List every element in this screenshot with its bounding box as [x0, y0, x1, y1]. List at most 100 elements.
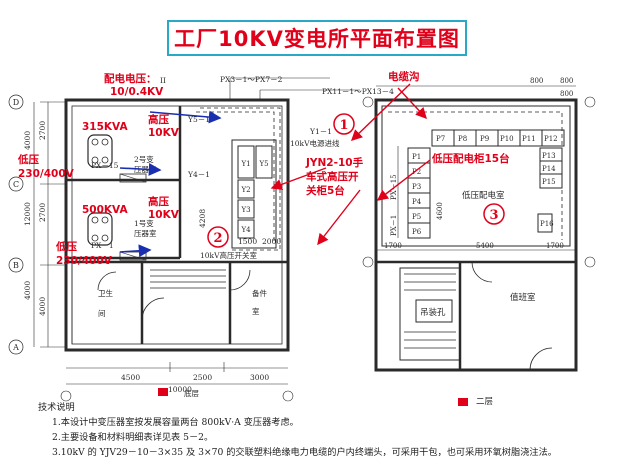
- duty-room-label: 值班室: [510, 292, 536, 303]
- notes-heading: 技术说明: [38, 402, 75, 413]
- dim-bottom-2: 2500: [193, 373, 212, 382]
- panel-p12: P12: [544, 135, 558, 143]
- panel-p2: P2: [412, 168, 421, 176]
- anno-cable-trench: 电缆沟: [388, 70, 420, 83]
- anno-lv2-value: 230/400V: [56, 255, 113, 267]
- cabinet-y3: Y3: [240, 206, 250, 214]
- red-pointers: [270, 83, 431, 246]
- anno-tx2-hv: 高压: [148, 195, 169, 208]
- callout-3: 3: [489, 208, 498, 223]
- dim-800b: 800: [560, 77, 573, 85]
- dim-left-6: 4000: [38, 297, 47, 316]
- dim-1700a: 1700: [384, 242, 402, 250]
- incoming-line: 10kV电源进线: [290, 138, 340, 148]
- label-px1-2f: PX－1: [390, 215, 398, 236]
- dim-left-1: 4000: [23, 131, 32, 150]
- cabinet-y2: Y2: [240, 186, 250, 194]
- panel-p6: P6: [412, 228, 422, 236]
- toilet-label-a: 卫生: [98, 288, 113, 298]
- dim-4600: 4600: [436, 202, 444, 220]
- ground-floor-plan: [33, 77, 360, 402]
- floor-label-second: 二层: [476, 397, 493, 407]
- ground-floor-marker: [158, 388, 168, 396]
- dim-bottom-3: 3000: [250, 373, 269, 382]
- callout-1: 1: [339, 118, 348, 133]
- panel-p10: P10: [500, 135, 514, 143]
- label-y5: Y5－1: [187, 115, 210, 124]
- anno-hv-cabinet-1: JYN2-10手: [305, 156, 364, 169]
- panel-p13: P13: [542, 152, 556, 160]
- anno-hv-cabinet-3: 关柜5台: [306, 184, 345, 197]
- cabinet-y1: Y1: [240, 160, 250, 168]
- room-tx1: 1号变: [134, 218, 154, 228]
- anno-tx1-cap: 315KVA: [82, 121, 128, 133]
- axis-label-c: C: [13, 180, 19, 189]
- anno-lv1-value: 230/400V: [18, 168, 75, 180]
- room-lv: 低压配电室: [462, 190, 505, 201]
- ref-px3: PX3－1～PX7－2: [220, 75, 283, 84]
- anno-hv-cabinet-2: 车式高压开: [306, 170, 359, 183]
- dim-2000: 2000: [262, 237, 281, 246]
- cabinet-y4: Y4: [240, 226, 251, 234]
- second-floor-marker: [458, 398, 468, 406]
- anno-lv1-label: 低压: [17, 153, 39, 166]
- dim-1700b: 1700: [546, 242, 564, 250]
- second-floor-plan: [362, 85, 596, 372]
- dim-left-2: 2700: [38, 121, 47, 140]
- panel-p1: P1: [412, 153, 421, 161]
- outer-wall: [64, 98, 290, 352]
- panel-p3: P3: [412, 183, 421, 191]
- dim-800a: 800: [530, 77, 543, 85]
- anno-tx2-cap: 500KVA: [82, 204, 128, 216]
- dim-1500: 1500: [238, 237, 257, 246]
- dim-left-3: 2700: [38, 203, 47, 222]
- title-box: 工厂10KV变电所平面布置图: [167, 20, 467, 56]
- ref-px11: PX11－1～PX13－4: [322, 87, 394, 96]
- dim-left-5: 4000: [23, 281, 32, 300]
- panel-p11: P11: [522, 135, 536, 143]
- panel-p8: P8: [458, 135, 467, 143]
- axis-markers: [8, 94, 24, 355]
- dim-total: 10000: [168, 385, 192, 394]
- notes-line-3: 3.10kV 的 YJV29－10－3×35 及 3×70 的交联塑料绝缘电力电…: [52, 447, 557, 458]
- dim-5400: 5400: [476, 242, 494, 250]
- axis-label-b: B: [13, 261, 19, 270]
- page-title: 工厂10KV变电所平面布置图: [174, 27, 460, 51]
- axis-label-a: A: [12, 343, 19, 352]
- callout-circles: [207, 113, 505, 248]
- label-px15: PX－15: [91, 161, 119, 170]
- panel-p5: P5: [412, 213, 421, 221]
- notes-line-1: 1.本设计中变压器室按发展容量两台 800kV·A 变压器考虑。: [52, 417, 299, 428]
- anno-peidian-value: 10/0.4KV: [110, 86, 164, 98]
- inner-wall-line: [71, 105, 283, 345]
- hv-room-label: 10kV高压开关室: [200, 250, 258, 260]
- room-tx1b: 压器室: [134, 228, 157, 238]
- anno-tx1-hv-val: 10KV: [148, 127, 180, 139]
- spare-label-b: 室: [252, 306, 260, 316]
- dim-800c: 800: [560, 90, 573, 98]
- anno-lv2-label: 低压: [55, 240, 77, 253]
- blue-pointers: [119, 110, 222, 258]
- axis-label-d: D: [13, 98, 19, 107]
- anno-tx2-hv-val: 10KV: [148, 209, 180, 221]
- anno-peidian-label: 配电电压：: [104, 72, 157, 85]
- ref-y1: Y1－1: [309, 127, 332, 136]
- axis-col-top: II: [160, 76, 166, 85]
- panel-p16: P16: [540, 220, 554, 228]
- dim-left-4: 12000: [23, 202, 32, 226]
- dim-4208: 4208: [198, 209, 207, 228]
- panel-p15: P15: [542, 178, 556, 186]
- label-px1: PX－1: [91, 241, 114, 250]
- technical-notes: 技术说明 1.本设计中变压器室按发展容量两台 800kV·A 变压器考虑。 2.…: [38, 400, 618, 460]
- panel-p14: P14: [542, 165, 556, 173]
- anno-tx1-hv: 高压: [148, 113, 169, 126]
- panel-p7: P7: [436, 135, 445, 143]
- floor-label-ground: 底层: [184, 388, 199, 398]
- dim-bottom-1: 4500: [121, 373, 140, 382]
- panel-p9: P9: [480, 135, 489, 143]
- room-tx2: 2号变: [134, 154, 154, 164]
- toilet-label-b: 间: [98, 309, 106, 318]
- label-y4: Y4－1: [187, 170, 210, 179]
